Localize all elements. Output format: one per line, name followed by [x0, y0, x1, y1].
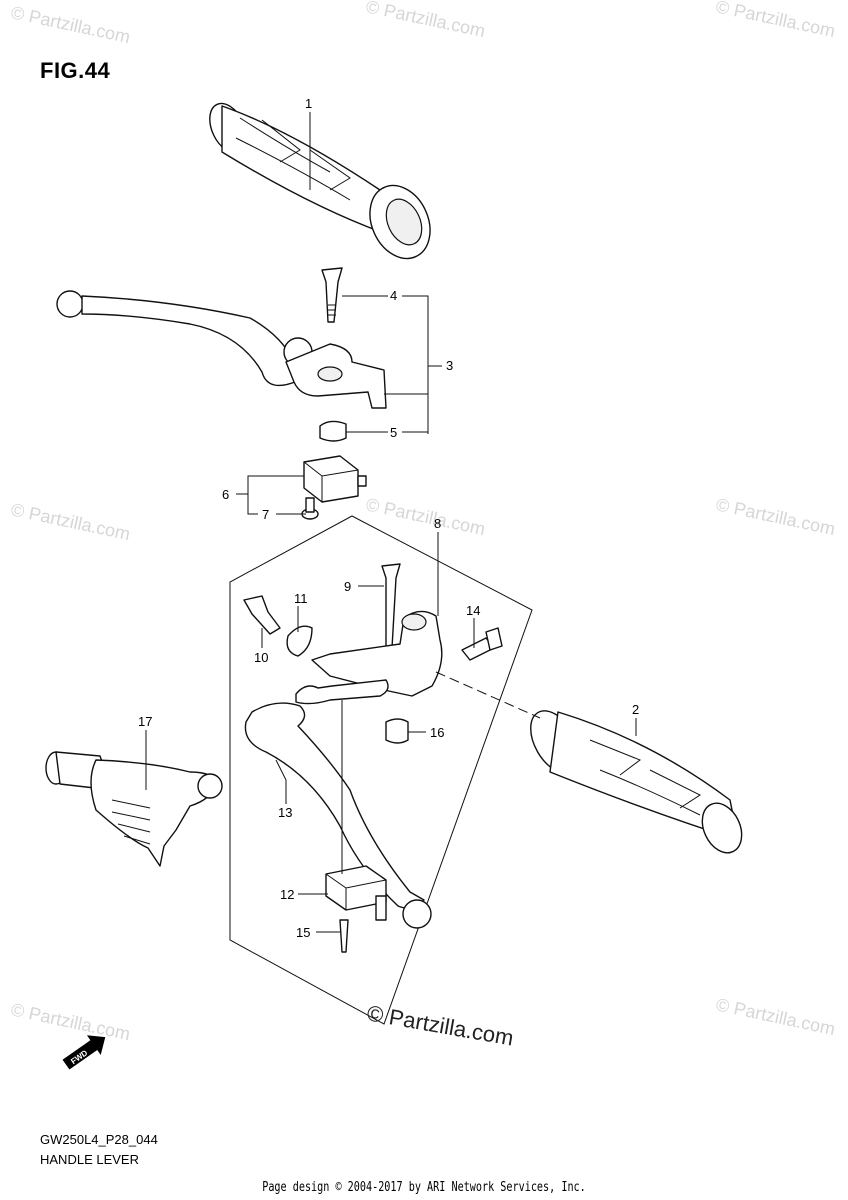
watermark: © Partzilla.com — [9, 499, 132, 544]
reference-line — [435, 671, 541, 719]
callout-8: 8 — [434, 516, 441, 531]
part-3-brake-lever — [56, 267, 387, 442]
callout-11: 11 — [294, 591, 308, 606]
partzilla-watermark-large: © Partzilla.com — [365, 1000, 515, 1050]
callout-5: 5 — [390, 425, 397, 440]
callout-16: 16 — [430, 725, 444, 740]
part-1-grip — [209, 102, 431, 260]
part-6-brake-switch — [301, 455, 367, 520]
watermark: © Partzilla.com — [9, 2, 132, 47]
part-13-clutch-lever — [243, 563, 503, 929]
callout-2: 2 — [632, 702, 639, 717]
watermark: © Partzilla.com — [714, 0, 837, 41]
callout-labels: 1 2 3 4 5 6 7 8 9 10 11 12 13 14 15 16 1… — [138, 96, 639, 940]
figure-name: HANDLE LEVER — [40, 1152, 139, 1167]
watermark: © Partzilla.com — [9, 999, 132, 1044]
watermarks: © Partzilla.com © Partzilla.com © Partzi… — [9, 0, 837, 1044]
part-2-grip — [530, 710, 743, 854]
part-17-throttle-housing — [45, 751, 223, 867]
callout-6: 6 — [222, 487, 229, 502]
callout-1: 1 — [305, 96, 312, 111]
page-credit: Page design © 2004-2017 by ARI Network S… — [262, 1180, 586, 1195]
figure-title: FIG.44 — [40, 58, 111, 83]
part-12-clutch-switch — [325, 865, 387, 953]
callout-17: 17 — [138, 714, 152, 729]
callout-9: 9 — [344, 579, 351, 594]
callout-7: 7 — [262, 507, 269, 522]
watermark: © Partzilla.com — [714, 494, 837, 539]
figure-code: GW250L4_P28_044 — [40, 1132, 158, 1147]
callout-10: 10 — [254, 650, 268, 665]
watermark: © Partzilla.com — [714, 994, 837, 1039]
part-8-assembly-frame — [229, 515, 533, 1025]
callout-15: 15 — [296, 925, 310, 940]
watermark: © Partzilla.com — [364, 0, 487, 41]
callout-14: 14 — [466, 603, 480, 618]
callout-4: 4 — [390, 288, 397, 303]
callout-12: 12 — [280, 887, 294, 902]
callout-13: 13 — [278, 805, 292, 820]
leader-lines — [145, 112, 637, 933]
callout-3: 3 — [446, 358, 453, 373]
